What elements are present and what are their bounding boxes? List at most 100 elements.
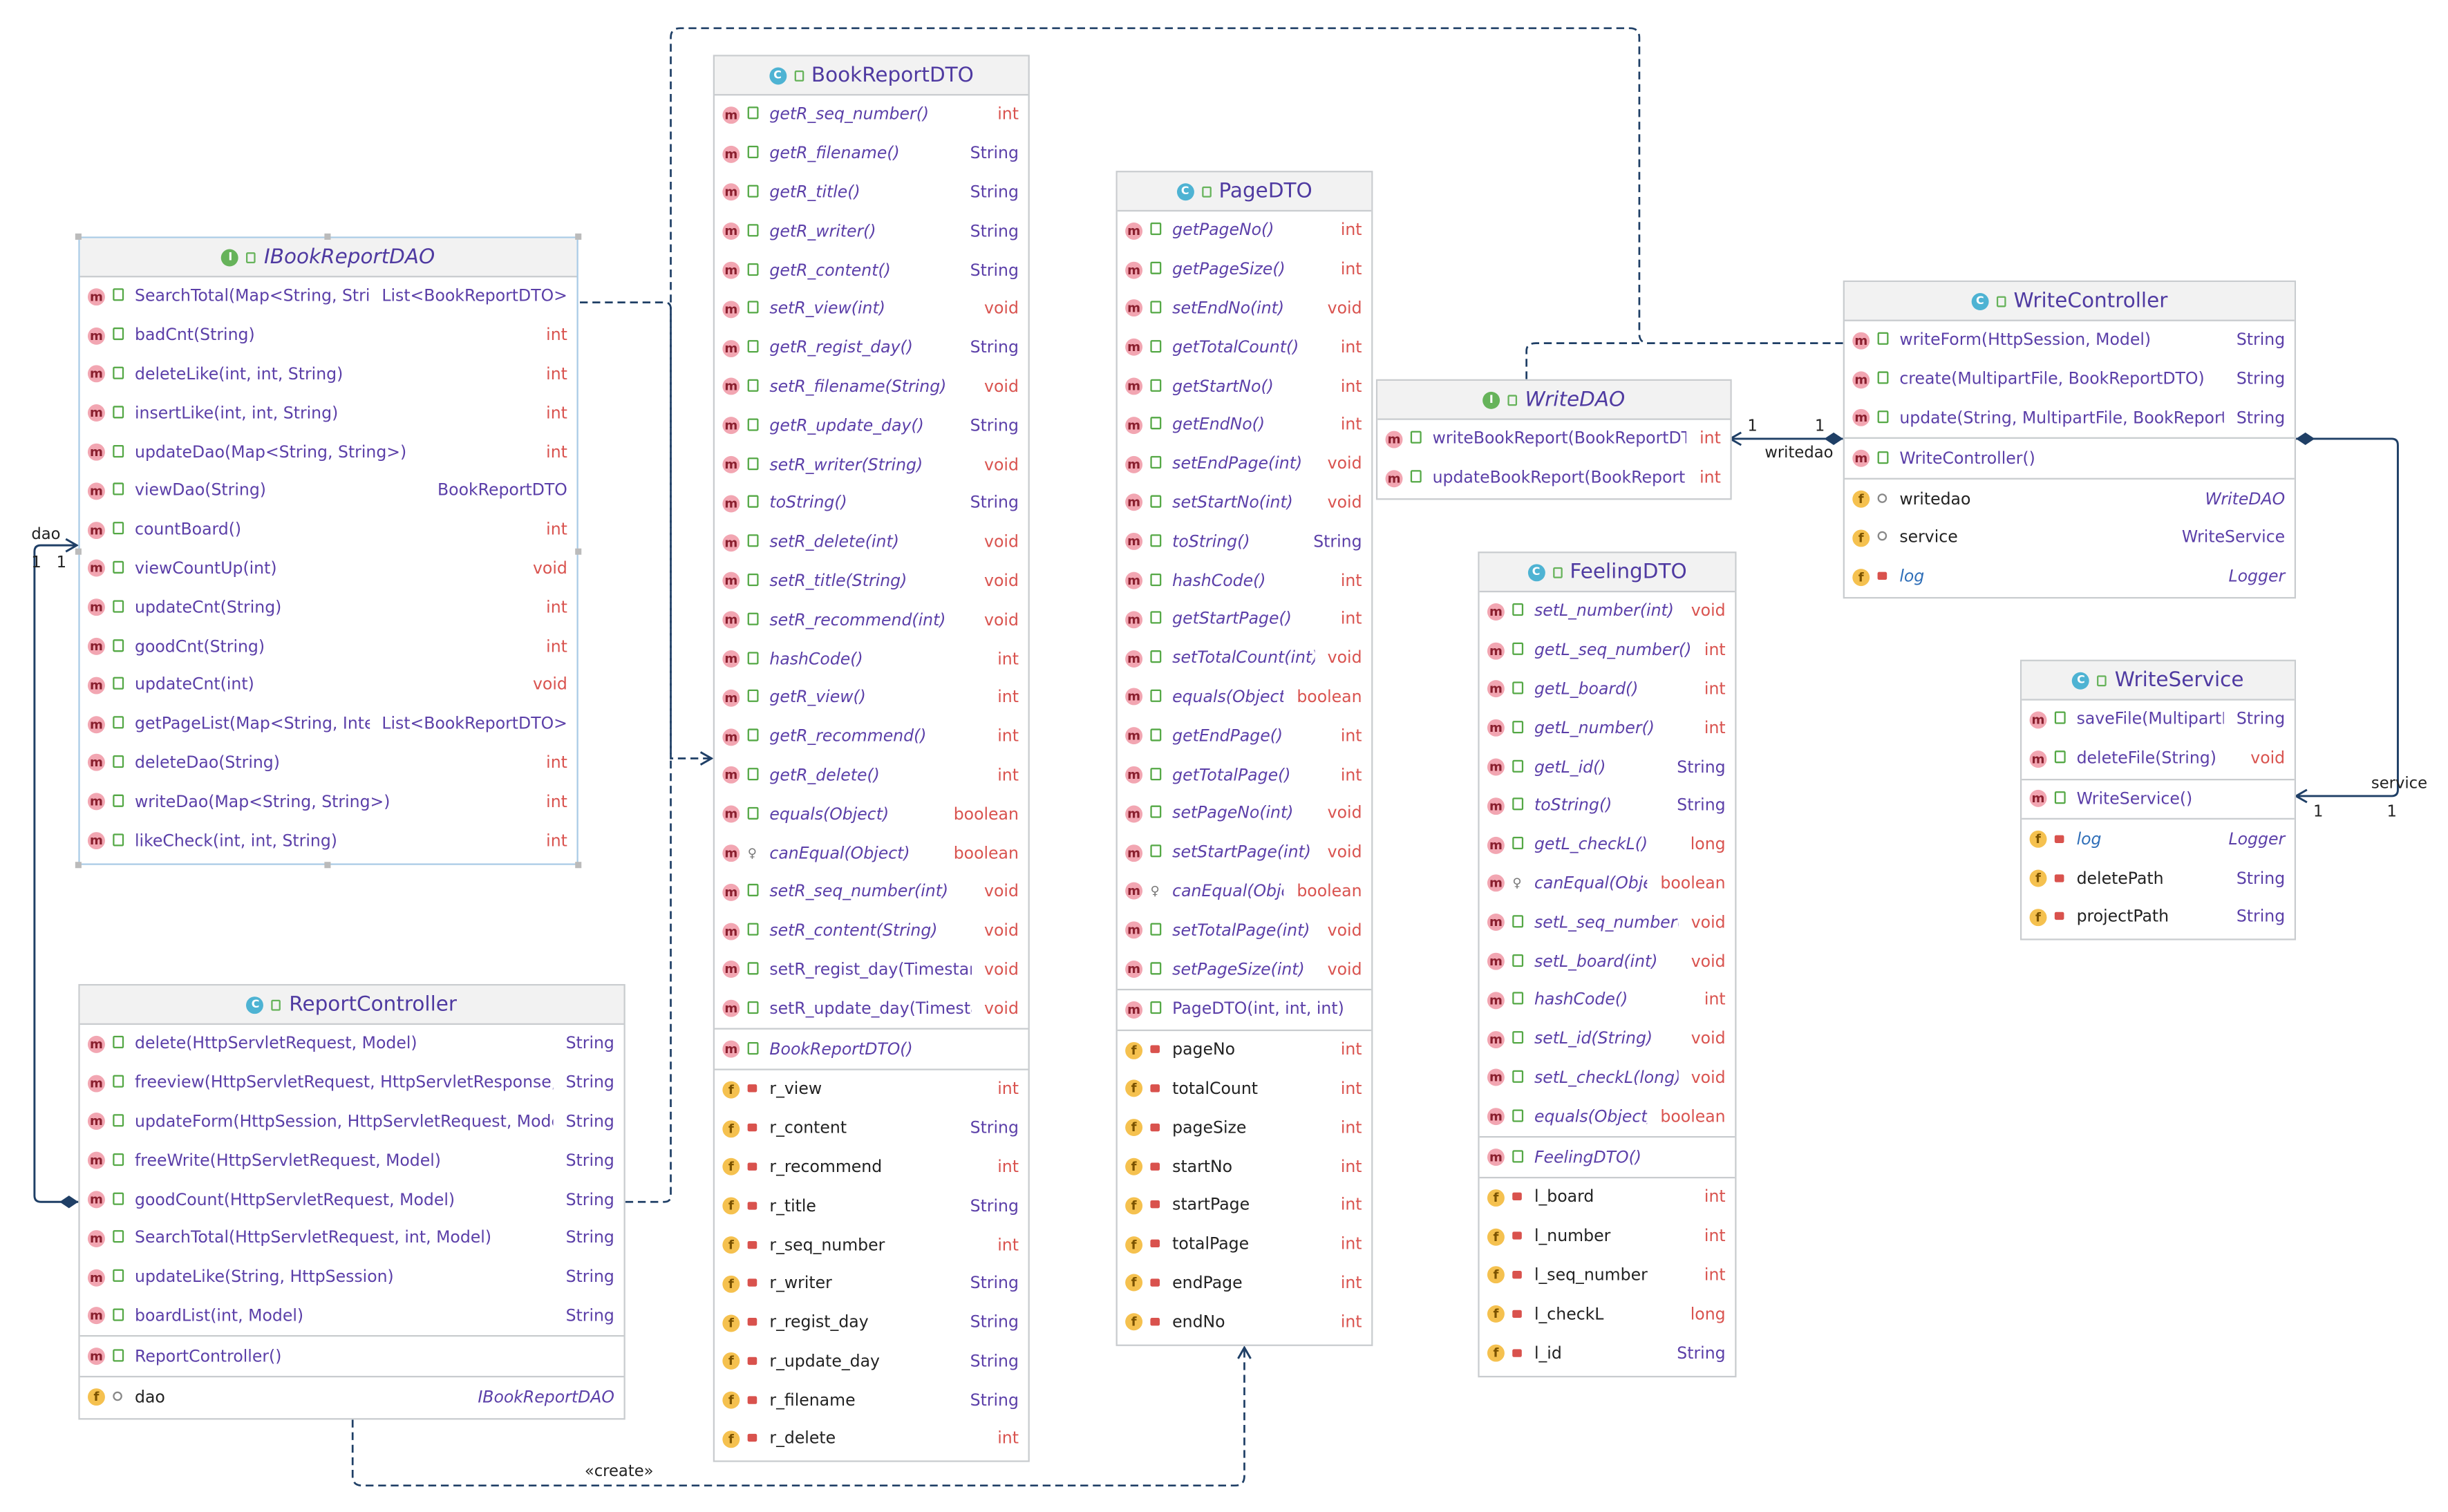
selection-handle[interactable] xyxy=(75,233,82,240)
selection-handle[interactable] xyxy=(575,548,582,555)
method-row[interactable]: mcanEqual(Object)boolean xyxy=(715,834,1028,873)
class-header[interactable]: C BookReportDTO xyxy=(715,56,1028,96)
class-header[interactable]: C PageDTO xyxy=(1117,172,1372,212)
method-row[interactable]: mcanEqual(Object)boolean xyxy=(1118,872,1371,911)
class-header[interactable]: C WriteService xyxy=(2022,661,2295,701)
class-header[interactable]: I IBookReportDAO xyxy=(79,238,577,278)
selection-handle[interactable] xyxy=(324,862,331,869)
class-header[interactable]: C WriteController xyxy=(1844,282,2295,321)
class-header[interactable]: C FeelingDTO xyxy=(1479,553,1735,593)
method-row[interactable]: mcanEqual(Object)boolean xyxy=(1480,864,1735,903)
